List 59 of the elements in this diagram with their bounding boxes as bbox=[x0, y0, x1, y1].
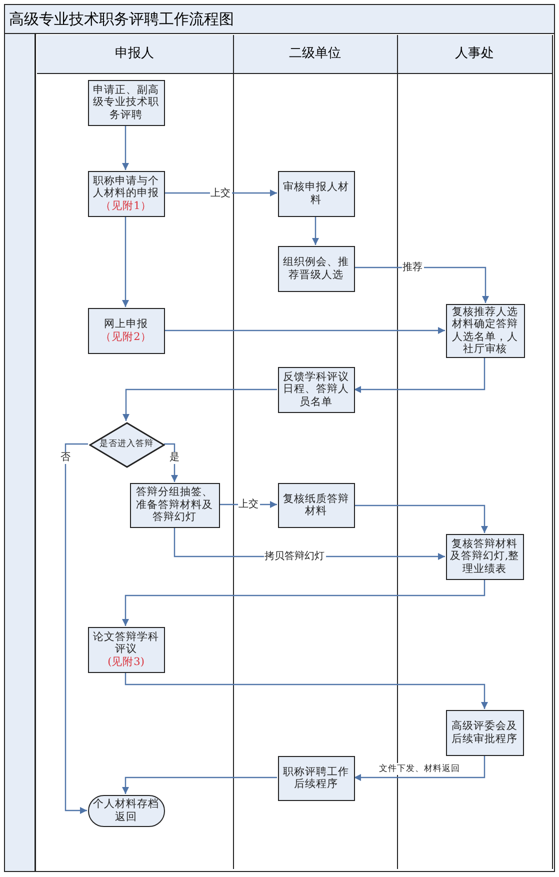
arrow bbox=[219, 501, 277, 508]
process-box bbox=[88, 170, 164, 216]
arrow bbox=[122, 388, 277, 421]
lane-header: 二级单位 bbox=[234, 34, 396, 74]
node-text: 网上申报 bbox=[103, 318, 149, 330]
decision-diamond bbox=[88, 422, 164, 468]
node-text: 复核纸质答辩材料 bbox=[282, 492, 350, 518]
node-text: 答辩分组抽签、准备答辩材料及答辩幻灯 bbox=[135, 486, 214, 524]
swimlane bbox=[398, 34, 552, 868]
swimlane bbox=[36, 34, 234, 868]
reference-note: （见附1） bbox=[100, 200, 152, 212]
process-box bbox=[278, 482, 354, 528]
node-text: 复核推荐人选材料确定答辩人选名单，人社厅审核 bbox=[451, 306, 519, 356]
arrow bbox=[354, 504, 488, 533]
terminal-box bbox=[88, 794, 164, 826]
node-text: 个人材料存档返回 bbox=[92, 798, 160, 823]
process-box bbox=[88, 626, 164, 672]
reference-note: （见附2） bbox=[100, 330, 152, 343]
edge-label: 文件下发、材料返回 bbox=[378, 762, 461, 774]
node-text: 论文答辩学科评议 bbox=[92, 630, 160, 656]
arrow bbox=[354, 755, 486, 781]
arrow bbox=[122, 125, 129, 170]
arrow bbox=[124, 672, 488, 709]
node-text: 职称申请与个人材料的申报 bbox=[92, 174, 160, 200]
process-box bbox=[278, 170, 354, 216]
arrow bbox=[64, 443, 88, 814]
node-text: 复核答辩材料及答辩幻灯,整理业绩表 bbox=[448, 538, 520, 576]
node-text: 职称评聘工作后续程序 bbox=[282, 766, 350, 790]
process-box bbox=[446, 710, 524, 756]
node-text: 申请正、副高级专业技术职务评聘 bbox=[92, 84, 160, 122]
lane-header: 申报人 bbox=[36, 34, 232, 74]
process-box bbox=[88, 308, 164, 354]
arrow bbox=[354, 357, 486, 393]
process-box bbox=[130, 482, 220, 528]
edge-label: 否 bbox=[60, 452, 72, 464]
arrow bbox=[354, 266, 489, 303]
arrow bbox=[164, 327, 445, 334]
node-text: 反馈学科评议日程、答辩人员名单 bbox=[282, 370, 350, 408]
arrow bbox=[312, 216, 319, 245]
edge-label: 上交 bbox=[210, 188, 232, 200]
arrow bbox=[122, 776, 277, 794]
process-box bbox=[446, 304, 524, 358]
process-box bbox=[278, 756, 354, 800]
reference-note: (见附3) bbox=[106, 656, 146, 668]
edge-label: 推荐 bbox=[402, 262, 424, 274]
node-text: 组织例会、推荐晋级人选 bbox=[282, 256, 350, 281]
edge-label: 拷贝答辩幻灯 bbox=[264, 550, 326, 562]
arrow bbox=[164, 190, 277, 196]
arrow bbox=[122, 579, 486, 626]
process-box bbox=[278, 246, 354, 292]
arrow bbox=[122, 216, 129, 307]
swimlane bbox=[234, 34, 398, 868]
decision-text: 是否进入答辩 bbox=[100, 438, 154, 451]
title: 高级专业技术职务评聘工作流程图 bbox=[5, 5, 554, 34]
edge-label: 上交 bbox=[238, 498, 260, 510]
node-text: 高级评委会及后续审批程序 bbox=[450, 720, 518, 745]
lane-header: 人事处 bbox=[398, 34, 552, 74]
edge-label: 是 bbox=[168, 452, 180, 464]
node-text: 审核申报人材料 bbox=[282, 181, 350, 206]
